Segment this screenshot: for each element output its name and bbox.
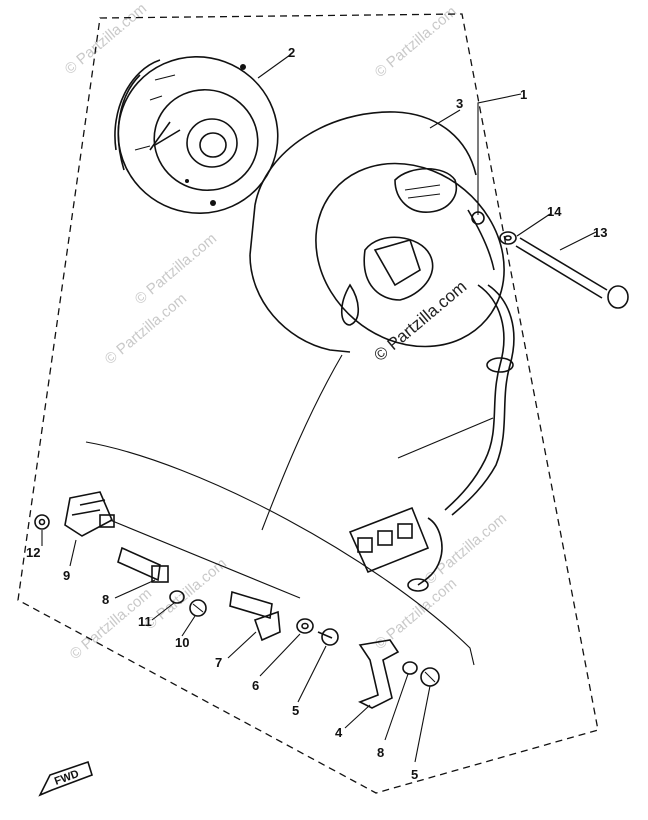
screw-5-lower [420,667,440,687]
wire-harness [348,284,515,592]
washer-14 [499,231,517,245]
callout-8-lower: 8 [377,745,384,760]
washer-8-lower [402,661,418,675]
bolt-13 [515,237,629,309]
watermark-1: © Partzilla.com [62,0,150,78]
callout-14: 14 [547,204,562,219]
callout-13: 13 [593,225,607,240]
watermark-8: © Partzilla.com [422,510,510,588]
callout-11: 11 [138,614,152,629]
washer-6 [296,618,314,634]
callout-1: 1 [520,87,527,102]
callout-8-upper: 8 [102,592,109,607]
bracket-4 [358,639,400,709]
callout-3: 3 [456,96,463,111]
stator-assembly [249,111,505,353]
rotor-flywheel [114,55,279,215]
fwd-arrow: FWD [38,760,93,797]
lower-group-outline [85,441,475,666]
callout-2: 2 [288,45,295,60]
watermarks: © Partzilla.com © Partzilla.com © Partzi… [62,0,510,663]
callout-12: 12 [26,545,40,560]
condenser-8 [117,546,169,583]
callout-leaders [41,54,597,763]
callout-10: 10 [175,635,189,650]
washer-11 [169,590,185,604]
breaker-arm-7 [229,590,281,642]
callout-5-upper: 5 [292,703,299,718]
assembly-boundary [17,13,599,794]
contact-breaker-9 [64,491,301,599]
callout-labels: 2 3 1 14 13 12 9 8 11 10 7 6 5 4 8 5 [26,45,607,782]
callout-9: 9 [63,568,70,583]
washer-12 [34,514,50,530]
screw-10 [189,599,207,617]
stator-leader-line [261,354,343,531]
callout-6: 6 [252,678,259,693]
screw-5-upper [317,628,339,646]
callout-4: 4 [335,725,343,740]
callout-7: 7 [215,655,222,670]
callout-5-lower: 5 [411,767,418,782]
